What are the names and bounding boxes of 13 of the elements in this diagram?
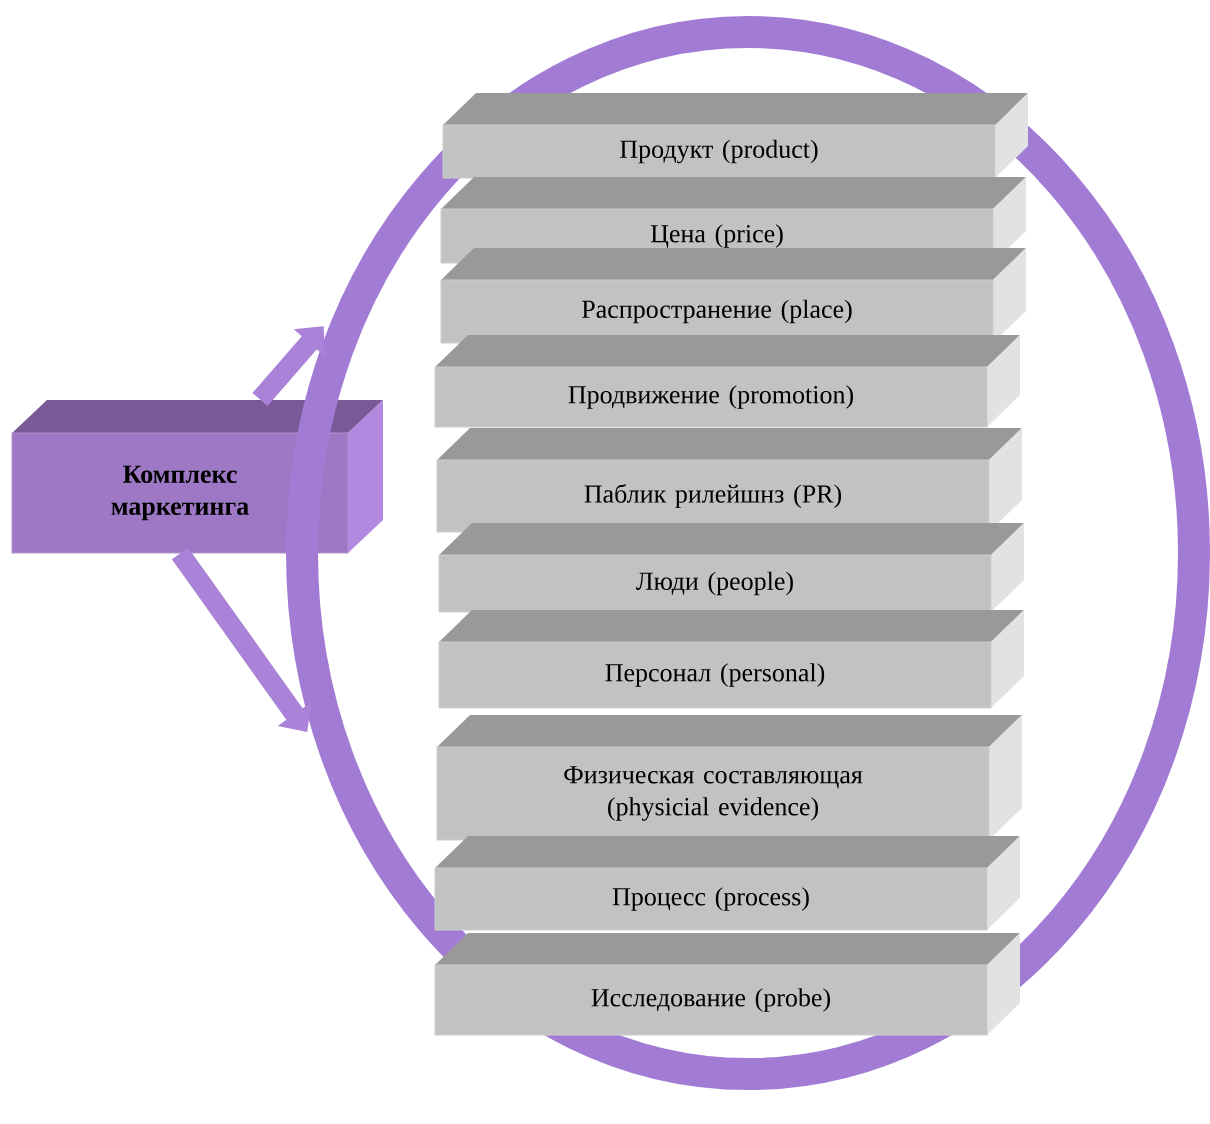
slab: Персонал (personal) [438,610,1024,709]
box: Комплекс маркетинга [11,400,383,554]
arrow [171,547,312,732]
slab: Процесс (process) [434,836,1020,931]
arrow [252,326,325,407]
slab: Паблик рилейшнз (PR) [436,428,1022,533]
slab: Распространение (place) [440,248,1026,344]
slab: Продукт (product) [442,93,1028,179]
slab: Люди (people) [438,523,1024,613]
slab: Исследование (probe) [434,933,1020,1036]
slab: Продвижение (promotion) [434,335,1020,428]
slab: Физическая составляющая (physicial evidence) [436,715,1022,841]
ring [286,16,1210,1090]
